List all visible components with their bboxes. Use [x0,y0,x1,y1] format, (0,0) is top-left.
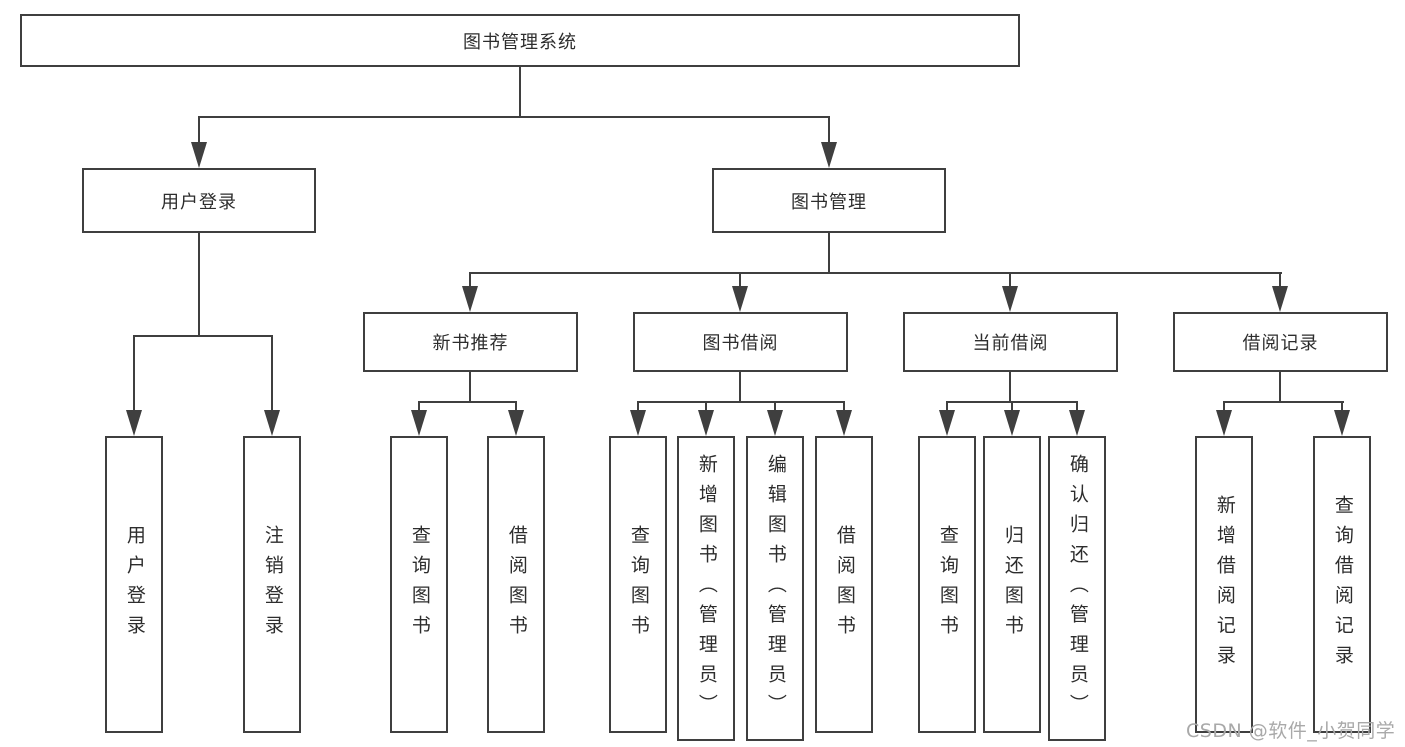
connector-drop-borrowing-records [1279,272,1281,290]
arrow-down-icon [1334,410,1350,436]
connector-drop [637,401,639,412]
node-leaf-search-books-2: 查询图书 [609,436,667,733]
arrow-down-icon [1069,410,1085,436]
node-current-borrowing: 当前借阅 [903,312,1118,372]
node-root: 图书管理系统 [20,14,1020,67]
arrow-down-icon [1004,410,1020,436]
connector-drop-current-borrowing [1009,272,1011,290]
node-leaf-edit-books-label: 编辑图书（管理员） [764,453,787,724]
node-new-book-recommend-label: 新书推荐 [432,333,509,354]
arrow-down-icon [836,410,852,436]
arrow-down-icon [767,410,783,436]
arrow-down-icon [264,410,280,436]
node-user-login-label: 用户登录 [161,191,237,213]
node-leaf-add-borrow-record: 新增借阅记录 [1195,436,1253,733]
connector-drop-user-login [198,116,200,146]
connector-root-bus [198,116,830,118]
node-borrowing-records-label: 借阅记录 [1242,333,1319,354]
node-new-book-recommend: 新书推荐 [363,312,578,372]
node-leaf-search-books-1-label: 查询图书 [408,524,431,645]
node-leaf-return-books-label: 归还图书 [1001,524,1024,645]
arrow-down-icon [411,410,427,436]
node-leaf-add-borrow-record-label: 新增借阅记录 [1213,494,1236,675]
node-root-label: 图书管理系统 [463,31,577,53]
connector-user-login-stem [198,233,200,337]
node-book-management-label: 图书管理 [791,191,867,213]
node-leaf-borrow-books-1-label: 借阅图书 [505,524,528,645]
node-book-borrowing-label: 图书借阅 [702,333,779,354]
node-book-borrowing: 图书借阅 [633,312,848,372]
node-leaf-search-borrow-record-label: 查询借阅记录 [1331,494,1354,675]
node-leaf-logout-label: 注销登录 [261,524,284,645]
node-leaf-user-login: 用户登录 [105,436,163,733]
node-leaf-confirm-return-label: 确认归还（管理员） [1066,453,1089,724]
connector-book-management-bus [469,272,1282,274]
connector-drop-book-borrowing [739,272,741,290]
node-book-management: 图书管理 [712,168,946,233]
connector-user-login-bus [133,335,273,337]
node-leaf-logout: 注销登录 [243,436,301,733]
connector-new-book-recommend-stem [469,372,471,403]
csdn-watermark: CSDN @软件_小贺同学 [1186,720,1396,742]
connector-root-stem [519,67,521,118]
connector-drop [1076,401,1078,412]
node-leaf-edit-books: 编辑图书（管理员） [746,436,804,741]
connector-drop [843,401,845,412]
node-borrowing-records: 借阅记录 [1173,312,1388,372]
arrow-down-icon [1002,286,1018,312]
node-leaf-confirm-return: 确认归还（管理员） [1048,436,1106,741]
connector-borrowing-records-bus [1223,401,1344,403]
arrow-down-icon [630,410,646,436]
node-leaf-borrow-books-2-label: 借阅图书 [833,524,856,645]
connector-new-book-recommend-bus [418,401,517,403]
connector-drop-new-book-recommend [469,272,471,290]
node-current-borrowing-label: 当前借阅 [972,333,1049,354]
node-leaf-borrow-books-1: 借阅图书 [487,436,545,733]
connector-drop [705,401,707,412]
node-leaf-search-books-1: 查询图书 [390,436,448,733]
arrow-down-icon [1272,286,1288,312]
arrow-down-icon [939,410,955,436]
arrow-down-icon [191,142,207,168]
connector-drop-leaf-user-login [133,335,135,412]
node-leaf-borrow-books-2: 借阅图书 [815,436,873,733]
connector-drop [1011,401,1013,412]
node-leaf-add-books: 新增图书（管理员） [677,436,735,741]
connector-drop [515,401,517,412]
arrow-down-icon [821,142,837,168]
node-leaf-search-borrow-record: 查询借阅记录 [1313,436,1371,733]
arrow-down-icon [126,410,142,436]
node-leaf-search-books-2-label: 查询图书 [627,524,650,645]
connector-drop [1223,401,1225,412]
node-leaf-user-login-label: 用户登录 [123,524,146,645]
connector-book-management-stem [828,233,830,274]
arrow-down-icon [1216,410,1232,436]
connector-drop-book-management [828,116,830,146]
arrow-down-icon [698,410,714,436]
connector-drop-leaf-logout [271,335,273,412]
connector-drop [774,401,776,412]
arrow-down-icon [462,286,478,312]
connector-drop [946,401,948,412]
arrow-down-icon [732,286,748,312]
connector-book-borrowing-bus [637,401,845,403]
connector-drop [1341,401,1343,412]
connector-current-borrowing-stem [1009,372,1011,403]
node-leaf-return-books: 归还图书 [983,436,1041,733]
node-leaf-search-books-3-label: 查询图书 [936,524,959,645]
arrow-down-icon [508,410,524,436]
connector-book-borrowing-stem [739,372,741,403]
node-leaf-search-books-3: 查询图书 [918,436,976,733]
node-user-login: 用户登录 [82,168,316,233]
connector-borrowing-records-stem [1279,372,1281,403]
connector-drop [418,401,420,412]
node-leaf-add-books-label: 新增图书（管理员） [695,453,718,724]
